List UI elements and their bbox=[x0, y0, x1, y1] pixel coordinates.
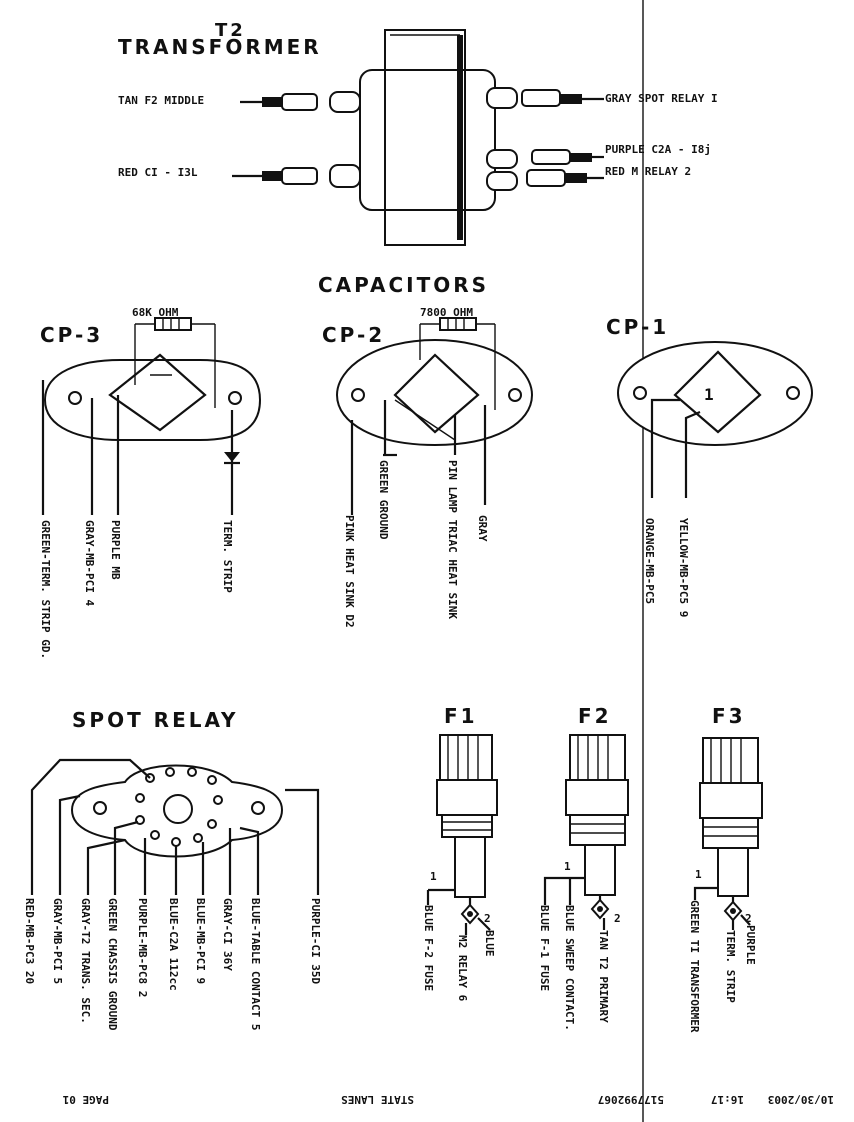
transformer-right-terminals bbox=[486, 87, 604, 191]
fuse-f3-wire-purple: PURPLE bbox=[744, 925, 757, 965]
fuse-f1-holder bbox=[426, 734, 498, 935]
fax-sender: STATE LANES bbox=[341, 1093, 414, 1106]
fuse-f1-wire-blue: BLUE bbox=[483, 930, 496, 957]
spot-relay-title: SPOT RELAY bbox=[72, 708, 239, 732]
relay-wire-gray-ci: GRAY-CI 36Y bbox=[221, 898, 234, 971]
transformer-wire-red-m: RED M RELAY 2 bbox=[605, 165, 691, 178]
fax-date: 10/30/2003 bbox=[768, 1093, 834, 1106]
transformer-wire-gray: GRAY SPOT RELAY I bbox=[605, 92, 718, 105]
fuse-f2-pin2: 2 bbox=[614, 912, 621, 925]
svg-text:1: 1 bbox=[704, 385, 714, 404]
transformer-wire-tan: TAN F2 MIDDLE bbox=[118, 94, 204, 107]
fuse-f1-pin1: 1 bbox=[430, 870, 437, 883]
cp2-wire-gray: GRAY bbox=[476, 515, 489, 542]
cp3-device bbox=[41, 317, 262, 515]
cp1-name: CP-1 bbox=[606, 315, 669, 339]
cp3-wire-green: GREEN-TERM. STRIP GD. bbox=[39, 520, 52, 659]
fax-page: PAGE 01 bbox=[62, 1093, 109, 1106]
transformer-wire-red-ci: RED CI - I3L bbox=[118, 166, 198, 179]
fuse-f3-pin2: 2 bbox=[745, 912, 752, 925]
cp2-resistor-label: 7800 OHM bbox=[420, 306, 473, 319]
fax-time: 16:17 bbox=[711, 1093, 744, 1106]
fuse-f3-wire-green: GREEN TI TRANSFORMER bbox=[688, 900, 701, 1033]
transformer-body bbox=[359, 29, 496, 246]
cp3-name: CP-3 bbox=[40, 323, 103, 347]
fax-footer: 10/30/2003 16:17 5177992067 STATE LANES … bbox=[62, 1093, 834, 1106]
relay-wire-purple-ci: PURPLE-CI 35D bbox=[309, 898, 322, 984]
fax-phone: 5177992067 bbox=[598, 1093, 664, 1106]
relay-wire-gray-t2: GRAY-T2 TRANS. SEC. bbox=[79, 898, 92, 1024]
fuse-f1-wire-blue-f2: BLUE F-2 FUSE bbox=[422, 905, 435, 991]
fuse-f2-pin1: 1 bbox=[564, 860, 571, 873]
cp2-wire-pin-lamp: PIN LAMP TRIAC HEAT SINK bbox=[446, 460, 459, 619]
relay-wire-blue-c2a: BLUE-C2A 112cc bbox=[167, 898, 180, 991]
fuse-f2-wire-sweep: BLUE SWEEP CONTACT. bbox=[563, 905, 576, 1031]
fuse-f1-name: F1 bbox=[444, 704, 478, 728]
cp2-name: CP-2 bbox=[322, 323, 385, 347]
relay-wire-green: GREEN CHASSIS GROUND bbox=[106, 898, 119, 1031]
relay-wire-gray-mb: GRAY-MB-PCI 5 bbox=[51, 898, 64, 984]
capacitors-title: CAPACITORS bbox=[318, 273, 489, 297]
transformer-id: T2 bbox=[215, 20, 246, 41]
fuse-f3-pin1: 1 bbox=[695, 868, 702, 881]
cp2-wire-pink: PINK HEAT SINK D2 bbox=[343, 515, 356, 628]
fuse-f2-wire-tan: TAN T2 PRIMARY bbox=[597, 930, 610, 1023]
transformer-left-terminals bbox=[232, 91, 361, 188]
cp1-device: 1 bbox=[616, 340, 814, 498]
relay-wire-blue-mb: BLUE-MB-PCI 9 bbox=[194, 898, 207, 984]
cp3-wire-gray: GRAY-MB-PCI 4 bbox=[83, 520, 96, 606]
cp2-device bbox=[335, 317, 534, 515]
fuse-f3-name: F3 bbox=[712, 704, 746, 728]
cp1-wire-yellow: YELLOW-MB-PC5 9 bbox=[677, 518, 690, 617]
relay-wire-purple-mb: PURPLE-MB-PC8 2 bbox=[136, 898, 149, 997]
spot-relay-socket bbox=[30, 758, 320, 895]
fuse-f3-holder bbox=[693, 737, 763, 930]
fuse-f1-pin2: 2 bbox=[484, 912, 491, 925]
cp1-wire-orange: ORANGE-MB-PC5 bbox=[643, 518, 656, 604]
relay-wire-blue-table: BLUE-TABLE CONTACT 5 bbox=[249, 898, 262, 1030]
fuse-f2-name: F2 bbox=[578, 704, 612, 728]
cp2-wire-green: GREEN GROUND bbox=[377, 460, 390, 540]
fuse-f1-wire-m2: M2 RELAY 6 bbox=[456, 935, 469, 1002]
fuse-f3-wire-term: TERM. STRIP bbox=[724, 930, 737, 1003]
cp3-resistor-label: 68K OHM bbox=[132, 306, 179, 319]
fuse-f2-holder bbox=[543, 734, 629, 930]
relay-wire-red: RED-MB-PC3 20 bbox=[23, 898, 36, 984]
cp3-wire-term: TERM. STRIP bbox=[221, 520, 234, 593]
transformer-wire-purple: PURPLE C2A - I8j bbox=[605, 143, 711, 156]
fuse-f2-wire-blue-f1: BLUE F-1 FUSE bbox=[538, 905, 551, 991]
cp3-wire-purple: PURPLE MB bbox=[109, 520, 122, 580]
transformer-title: TRANSFORMER bbox=[118, 35, 322, 59]
